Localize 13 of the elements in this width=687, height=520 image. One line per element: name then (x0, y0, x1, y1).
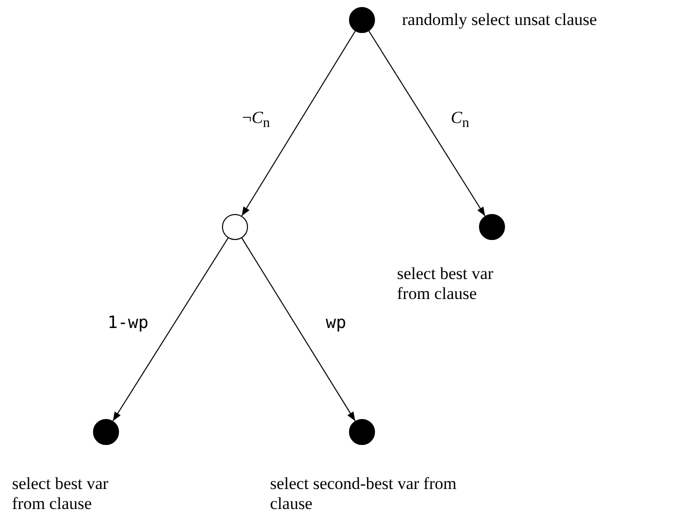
node-caption: select best var from clause (397, 264, 494, 304)
filled-circle (93, 419, 119, 445)
arrow (241, 238, 356, 422)
filled-circle (349, 7, 375, 33)
open-circle (222, 214, 248, 240)
node-caption: select second-best var from clause (270, 474, 458, 514)
arrow (112, 238, 229, 422)
arrow (241, 30, 356, 216)
node-caption: randomly select unsat clause (402, 10, 598, 30)
filled-circle (349, 419, 375, 445)
filled-circle (479, 214, 505, 240)
arrow (368, 30, 486, 216)
node-caption: select best var from clause (12, 474, 110, 514)
